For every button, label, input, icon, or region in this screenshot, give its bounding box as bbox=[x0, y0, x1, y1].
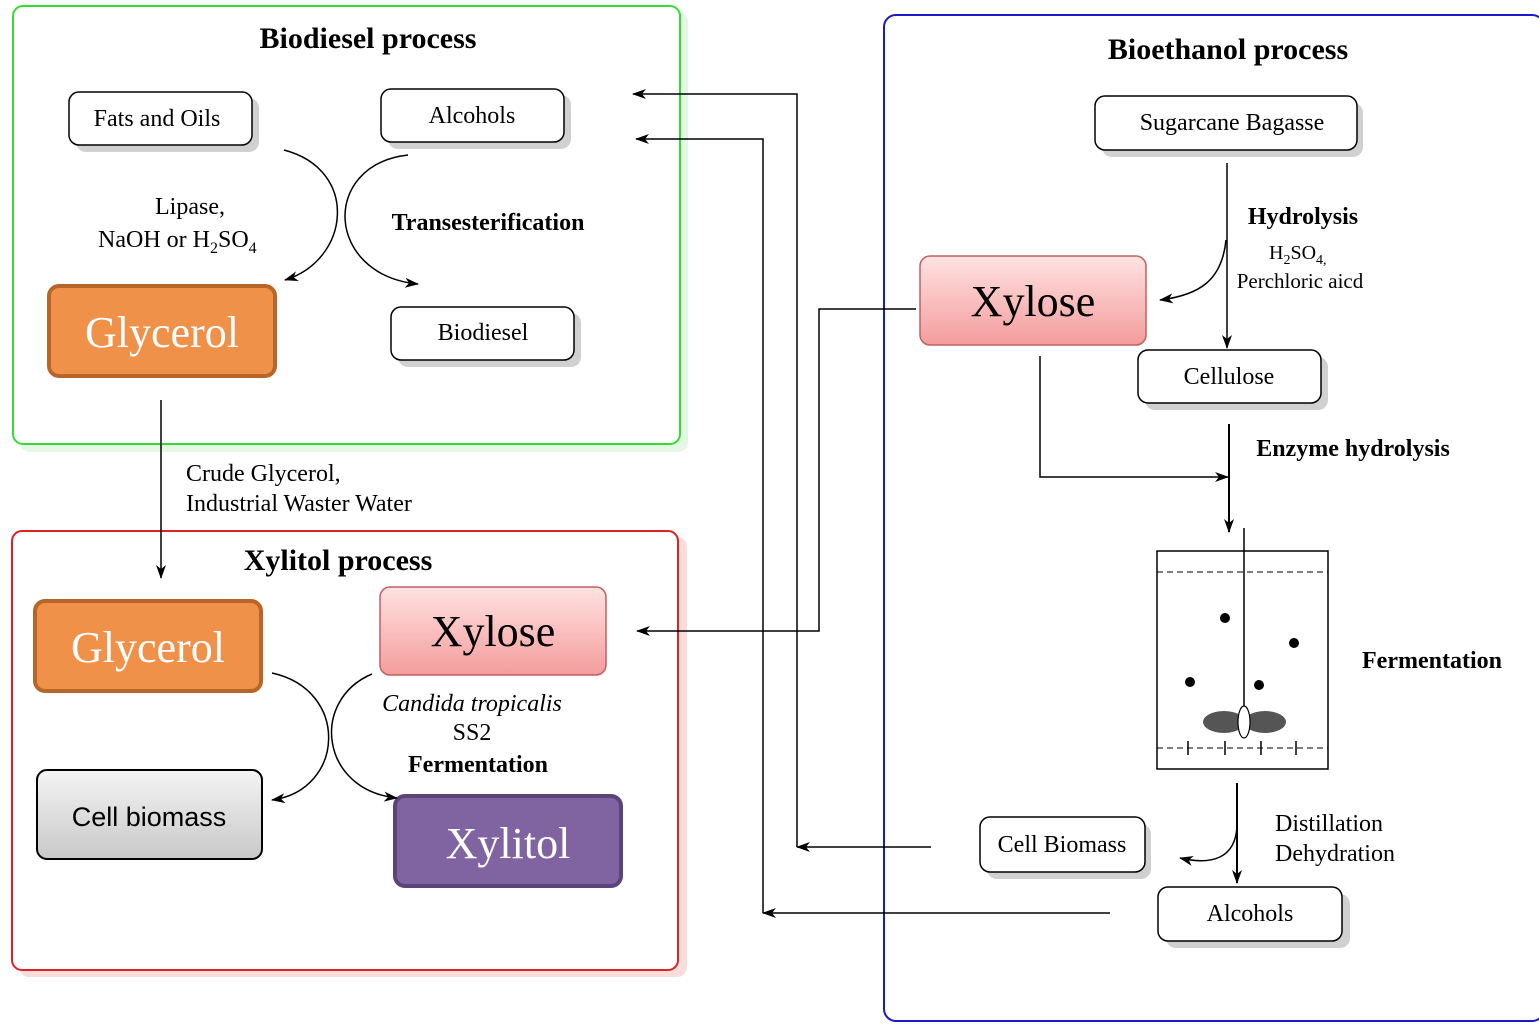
biodiesel-label: Biodiesel bbox=[438, 320, 529, 346]
cellulose-box: Cellulose bbox=[1137, 349, 1328, 410]
cell-biomass-label-xylitol: Cell biomass bbox=[72, 802, 227, 832]
strain-label: SS2 bbox=[453, 720, 492, 746]
transesterification-label: Transesterification bbox=[392, 210, 585, 236]
distillation-label: Distillation bbox=[1275, 811, 1383, 837]
fats-oils-box: Fats and Oils bbox=[68, 91, 259, 152]
fats-oils-label: Fats and Oils bbox=[94, 106, 221, 132]
glycerol-label-biodiesel: Glycerol bbox=[85, 308, 239, 357]
bagasse-box: Sugarcane Bagasse bbox=[1094, 95, 1363, 157]
fats-to-glycerol-arrow bbox=[283, 149, 339, 281]
xylose-transfer-connector bbox=[636, 308, 916, 636]
cell-biomass-box-bioethanol: Cell Biomass bbox=[979, 816, 1151, 879]
xylose-box-bioethanol: Xylose bbox=[919, 255, 1147, 346]
alcohols-to-biodiesel-arrow bbox=[344, 154, 419, 288]
bagasse-label: Sugarcane Bagasse bbox=[1140, 110, 1325, 136]
xylose-to-xylitol-arrow bbox=[330, 673, 398, 802]
transfer-line2: Industrial Waster Water bbox=[186, 491, 412, 517]
organism-label: Candida tropicalis bbox=[382, 691, 562, 717]
transfer-line1: Crude Glycerol, bbox=[186, 461, 341, 487]
cell-biomass-label-bioethanol: Cell Biomass bbox=[998, 832, 1127, 858]
xylitol-title: Xylitol process bbox=[244, 544, 433, 577]
dehydration-label: Dehydration bbox=[1275, 841, 1395, 867]
bagasse-to-xylose-arrow bbox=[1159, 239, 1227, 304]
xylitol-label: Xylitol bbox=[446, 819, 571, 868]
xylose-box-xylitol: Xylose bbox=[379, 586, 607, 676]
glycerol-label-xylitol: Glycerol bbox=[71, 623, 225, 672]
xylitol-product-box: Xylitol bbox=[393, 794, 623, 888]
glycerol-to-biomass-arrow bbox=[271, 672, 330, 804]
cellulose-label: Cellulose bbox=[1184, 364, 1275, 390]
alcohols-box-biodiesel: Alcohols bbox=[380, 88, 571, 149]
biodiesel-box: Biodiesel bbox=[390, 306, 581, 367]
xylose-to-fermenter-arrow bbox=[1039, 356, 1229, 482]
cell-biomass-to-alcohols-connector bbox=[632, 89, 798, 847]
fermenter-vessel bbox=[1156, 528, 1329, 770]
enzyme-hydrolysis-label: Enzyme hydrolysis bbox=[1256, 436, 1450, 462]
xylose-label-bioethanol: Xylose bbox=[971, 277, 1096, 326]
alcohols-to-alcohols-connector bbox=[635, 134, 764, 913]
hydrolysis-label: Hydrolysis bbox=[1248, 204, 1358, 230]
acid-label: H2SO4, bbox=[1269, 242, 1327, 268]
alcohols-label-bioethanol: Alcohols bbox=[1207, 901, 1294, 927]
to-cell-biomass-arrow bbox=[1179, 824, 1238, 866]
xylitol-fermentation-label: Fermentation bbox=[408, 752, 548, 778]
bioethanol-title: Bioethanol process bbox=[1108, 33, 1348, 66]
catalyst-line2: NaOH or H2SO4 bbox=[98, 227, 257, 257]
alcohols-box-bioethanol: Alcohols bbox=[1157, 886, 1350, 948]
cell-biomass-box-xylitol: Cell biomass bbox=[36, 769, 263, 860]
glycerol-box-biodiesel: Glycerol bbox=[47, 284, 277, 378]
xylose-label-xylitol: Xylose bbox=[431, 607, 556, 656]
biodiesel-title: Biodiesel process bbox=[260, 22, 477, 55]
catalyst-line1: Lipase, bbox=[155, 194, 225, 220]
perchloric-label: Perchloric aicd bbox=[1237, 269, 1364, 293]
bioethanol-panel bbox=[883, 14, 1539, 1022]
alcohols-label-biodiesel: Alcohols bbox=[429, 103, 516, 129]
bioethanol-fermentation-label: Fermentation bbox=[1362, 648, 1502, 674]
glycerol-box-xylitol: Glycerol bbox=[33, 599, 263, 693]
